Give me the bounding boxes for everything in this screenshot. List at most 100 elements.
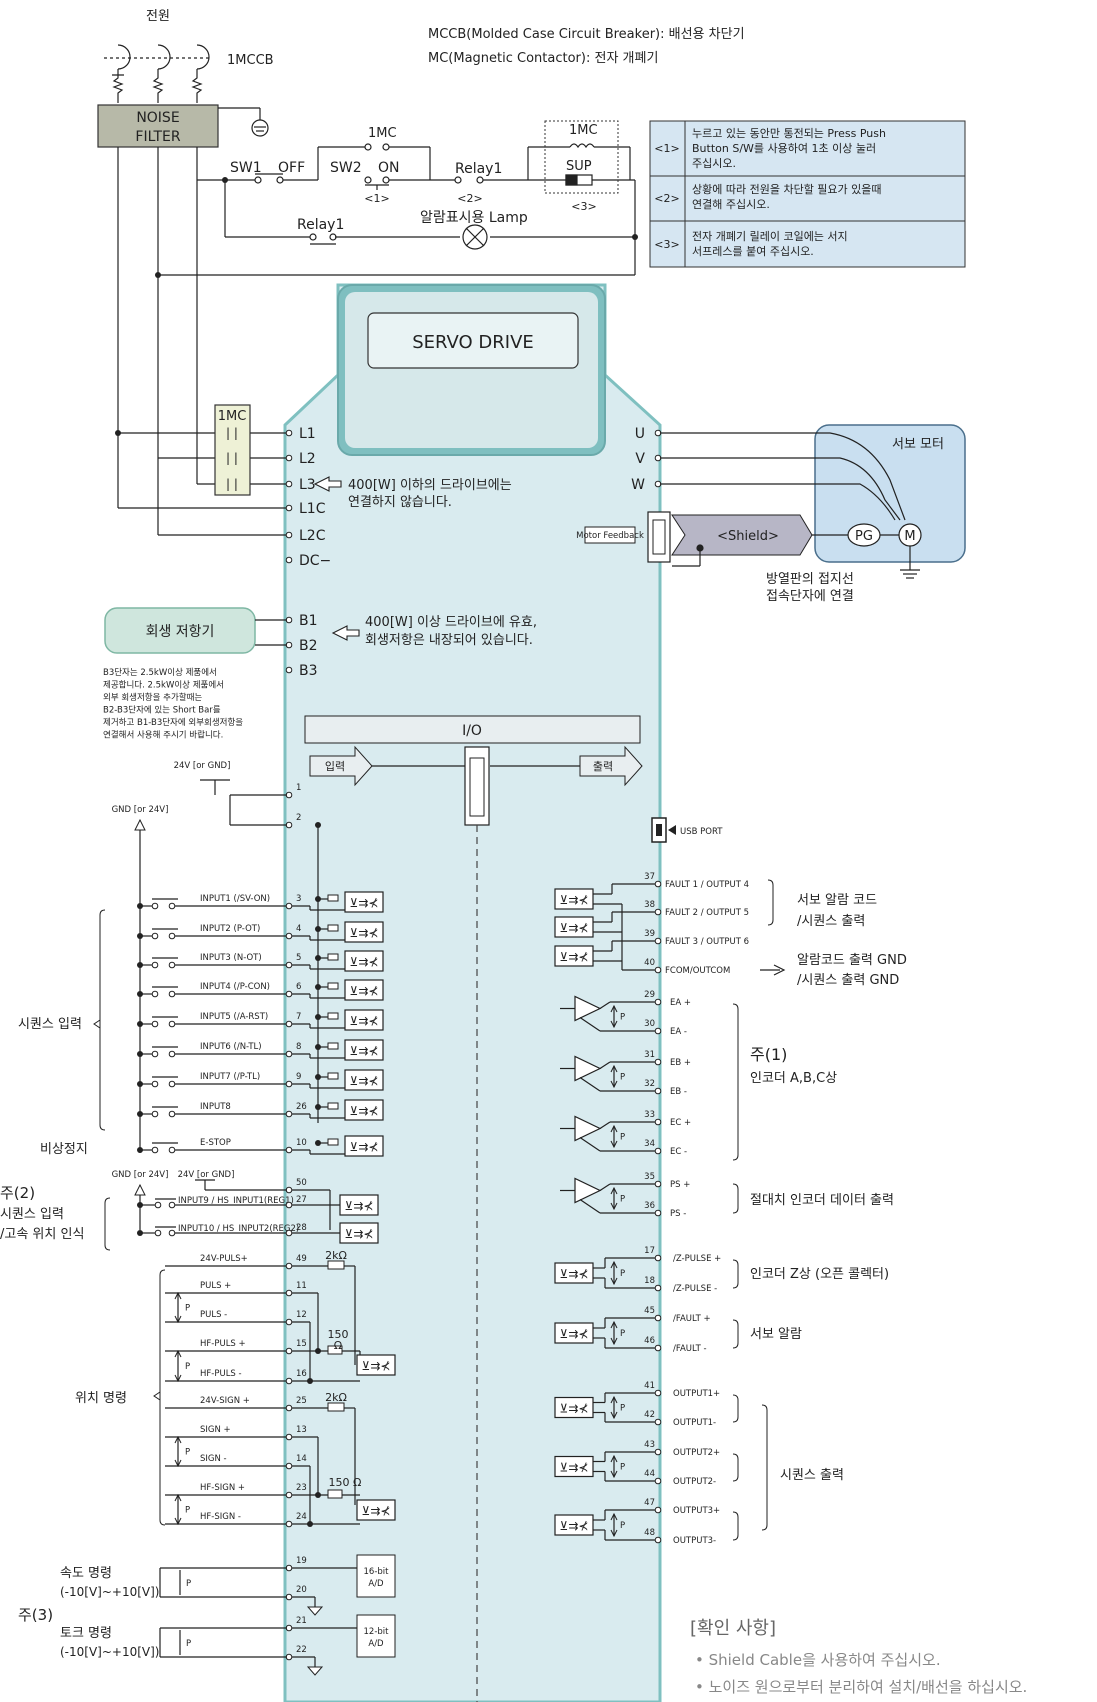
position-pin: 15: [296, 1339, 307, 1349]
check-item-1: • Shield Cable을 사용하여 주십시오.: [695, 1651, 941, 1669]
resistor-2k-sign: 2kΩ: [325, 1391, 347, 1404]
terminal-l3: L3: [299, 477, 316, 493]
input-pin: 10: [296, 1138, 307, 1148]
main-contactor: [214, 404, 251, 496]
ground-note-2: 접속단자에 연결: [766, 589, 854, 604]
encoder-pin: 36: [644, 1201, 655, 1211]
fault-label: FAULT 3 / OUTPUT 6: [665, 937, 749, 947]
photocoupler-symbol: ⊻⇉⊀: [560, 1461, 589, 1475]
b3-note-line: 제거하고 B1-B3단자에 외부회생저항을: [103, 717, 243, 728]
photocoupler-symbol: ⊻⇉⊀: [560, 1327, 589, 1341]
alarm-code-2: /시퀀스 출력: [797, 914, 865, 929]
position-label: SIGN -: [200, 1454, 227, 1464]
relay1-top-label: Relay1: [455, 161, 502, 177]
adc-12-label2: A/D: [368, 1639, 384, 1649]
terminal-w: W: [631, 477, 645, 493]
oc-p: P: [620, 1521, 625, 1531]
oc-p: P: [620, 1463, 625, 1473]
input-label: E-STOP: [200, 1138, 231, 1148]
note2-label: 주(2): [0, 1184, 35, 1202]
hs-input-pin: 27: [296, 1195, 307, 1205]
v24-top-label: 24V [or GND]: [174, 761, 231, 771]
usb-label: USB PORT: [680, 827, 723, 837]
oc-pin: 42: [644, 1410, 655, 1420]
input-label: INPUT7 (/P-TL): [200, 1072, 260, 1082]
terminal-b2: B2: [299, 638, 318, 654]
servo-drive-title: SERVO DRIVE: [412, 332, 534, 353]
sw1-label: SW1: [230, 160, 262, 176]
oc-pin: 48: [644, 1528, 655, 1538]
lamp-label: 알람표시용 Lamp: [420, 210, 528, 226]
photocoupler-symbol: ⊻⇉⊀: [345, 1199, 374, 1213]
notes-key-1: <1>: [654, 142, 679, 155]
oc-label: OUTPUT2+: [673, 1448, 720, 1458]
servo-alarm-label: 서보 알람: [750, 1327, 802, 1342]
oc-p: P: [620, 1329, 625, 1339]
position-label: HF-SIGN +: [200, 1483, 245, 1493]
mccb-label: 1MCCB: [227, 53, 274, 68]
input-photocoupler: ⊻⇉⊀: [344, 1099, 384, 1121]
input-label: INPUT2 (P-OT): [200, 924, 260, 934]
off-label: OFF: [278, 160, 305, 176]
encoder-p: P: [620, 1013, 625, 1023]
mark-3: <3>: [571, 200, 596, 213]
terminal-l1: L1: [299, 426, 316, 442]
position-pin: 12: [296, 1310, 307, 1320]
oc-label: /Z-PULSE -: [673, 1284, 717, 1294]
estop-label: 비상정지: [40, 1142, 88, 1157]
b3-note-line: 제공합니다. 2.5kW이상 제품에서: [103, 680, 224, 691]
input-pin: 5: [296, 953, 301, 963]
oc-pin: 41: [644, 1381, 655, 1391]
hs-input-label: INPUT10 / HS_INPUT2(REG2): [178, 1224, 299, 1234]
position-label: 24V-PULS+: [200, 1254, 248, 1264]
oc-p: P: [620, 1269, 625, 1279]
oc-label: /Z-PULSE +: [673, 1254, 721, 1264]
input-label: INPUT5 (/A-RST): [200, 1012, 268, 1022]
servo-motor-label: 서보 모터: [892, 437, 944, 452]
speed-p: P: [186, 1579, 191, 1589]
position-pin: 16: [296, 1369, 307, 1379]
notes-key-2: <2>: [654, 192, 679, 205]
input-photocoupler: ⊻⇉⊀: [344, 891, 384, 913]
v24-2-label: 24V [or GND]: [178, 1170, 235, 1180]
fault-photocoupler: ⊻⇉⊀: [554, 945, 594, 967]
encoder-label: EC +: [670, 1118, 691, 1128]
photocoupler-symbol: ⊻⇉⊀: [560, 893, 589, 907]
fault-pin: 39: [644, 929, 655, 939]
fault-photocoupler: ⊻⇉⊀: [554, 916, 594, 938]
input-label: INPUT3 (N-OT): [200, 953, 262, 963]
note2-a: 시퀀스 입력: [0, 1207, 64, 1222]
photocoupler-symbol: ⊻⇉⊀: [350, 1074, 379, 1088]
control-circuit: [232, 143, 635, 250]
seq-out-label: 시퀀스 출력: [780, 1468, 844, 1483]
gnd-label: GND [or 24V]: [112, 805, 169, 815]
oc-label: /FAULT -: [673, 1344, 707, 1354]
photocoupler-symbol: ⊻⇉⊀: [350, 955, 379, 969]
encoder-p: P: [620, 1195, 625, 1205]
notes-text-2b: 연결해 주십시오.: [692, 197, 770, 211]
encoder-pin: 33: [644, 1110, 655, 1120]
photocoupler-symbol: ⊻⇉⊀: [350, 1014, 379, 1028]
position-pin: 25: [296, 1396, 307, 1406]
hs-photocoupler: ⊻⇉⊀: [339, 1222, 379, 1244]
input-photocoupler: ⊻⇉⊀: [344, 1009, 384, 1031]
shield-cable: [671, 514, 813, 556]
oc-photocoupler: ⊻⇉⊀: [554, 1396, 594, 1419]
pin-1: 1: [296, 783, 301, 793]
terminal-b1: B1: [299, 613, 318, 629]
encoder-label: EC -: [670, 1147, 687, 1157]
on-label: ON: [378, 160, 400, 176]
oc-p: P: [620, 1404, 625, 1414]
position-pin: 11: [296, 1281, 307, 1291]
fault-pin: 40: [644, 958, 655, 968]
notes-text-1b: Button S/W를 사용하여 1초 이상 눌러: [692, 141, 876, 155]
noise-filter-label-1: NOISE: [136, 110, 179, 126]
ground-note-1: 방열판의 접지선: [766, 572, 854, 587]
input-pin: 8: [296, 1042, 301, 1052]
input-pin: 4: [296, 924, 301, 934]
fault-label: FCOM/OUTCOM: [665, 966, 730, 976]
oc-pin: 17: [644, 1246, 655, 1256]
oc-label: OUTPUT3+: [673, 1506, 720, 1516]
terminal-u: U: [635, 426, 645, 442]
output-arrow-label: 출력: [593, 760, 613, 773]
